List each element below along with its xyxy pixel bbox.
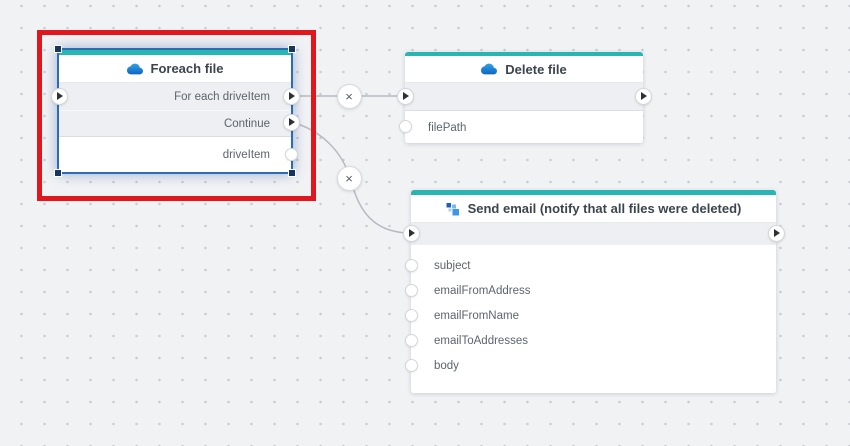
selection-handle-nw [54, 45, 62, 53]
output-port-foreach-driveitem[interactable] [282, 87, 300, 105]
disconnect-wire-button[interactable]: × [336, 165, 362, 191]
input-pin-filepath[interactable] [398, 119, 412, 133]
node-accent-bar [405, 52, 643, 56]
input-pin-emailfromaddress[interactable] [404, 283, 418, 297]
input-pin-row[interactable]: emailFromName [411, 303, 776, 328]
port-arrow-icon [409, 229, 415, 237]
input-port[interactable] [396, 87, 414, 105]
selection-handle-se [288, 169, 296, 177]
node-foreach-file[interactable]: Foreach file For each driveItem Continue… [50, 45, 300, 177]
input-pin-label: emailFromName [434, 309, 519, 322]
input-pin-label: filePath [428, 121, 467, 134]
exec-row[interactable]: For each driveItem [59, 83, 291, 110]
output-pin-section: driveItem [59, 136, 291, 171]
node-accent-bar [59, 50, 291, 55]
disconnect-wire-button[interactable]: × [336, 83, 362, 109]
port-arrow-icon [57, 92, 63, 100]
input-pin-label: subject [434, 259, 471, 272]
input-pin-section: subject emailFromAddress emailFromName e… [411, 245, 776, 393]
selection-handle-sw [54, 169, 62, 177]
input-pin-row[interactable]: filePath [405, 111, 643, 144]
exec-row-label: For each driveItem [174, 90, 270, 103]
port-arrow-icon [641, 92, 647, 100]
disconnect-icon: × [345, 170, 353, 186]
output-port[interactable] [767, 224, 785, 242]
input-pin-section: filePath [405, 110, 643, 143]
input-pin-body[interactable] [404, 358, 418, 372]
exec-row[interactable] [411, 223, 776, 245]
node-header[interactable]: Delete file [405, 56, 643, 83]
output-pin-label: driveItem [222, 148, 270, 161]
output-port-continue[interactable] [282, 113, 300, 131]
smtp-mail-icon [446, 202, 459, 215]
node-title: Send email (notify that all files were d… [467, 201, 742, 216]
selection-handle-ne [288, 45, 296, 53]
port-arrow-icon [403, 92, 409, 100]
disconnect-icon: × [345, 88, 353, 104]
node-delete-file[interactable]: Delete file filePath [396, 52, 652, 143]
output-pin-driveitem[interactable] [284, 147, 298, 161]
input-pin-label: emailToAddresses [434, 334, 528, 347]
port-arrow-icon [774, 229, 780, 237]
input-pin-emailfromname[interactable] [404, 308, 418, 322]
node-title: Delete file [505, 61, 567, 77]
input-pin-label: body [434, 359, 459, 372]
exec-row-label: Continue [223, 117, 270, 130]
onedrive-cloud-icon [126, 63, 143, 74]
node-accent-bar [411, 190, 776, 195]
output-port[interactable] [634, 87, 652, 105]
node-header[interactable]: Foreach file [59, 55, 291, 83]
input-pin-row[interactable]: emailFromAddress [411, 278, 776, 303]
input-pin-subject[interactable] [404, 258, 418, 272]
input-pin-row[interactable]: body [411, 353, 776, 378]
node-title: Foreach file [150, 61, 224, 76]
port-arrow-icon [289, 92, 295, 100]
onedrive-cloud-icon [481, 63, 498, 75]
exec-row[interactable] [405, 83, 643, 110]
input-pin-row[interactable]: emailToAddresses [411, 328, 776, 353]
input-port[interactable] [402, 224, 420, 242]
port-arrow-icon [289, 118, 295, 126]
node-header[interactable]: Send email (notify that all files were d… [411, 195, 776, 223]
input-port[interactable] [50, 87, 68, 105]
output-pin-row[interactable]: driveItem [59, 137, 291, 172]
input-pin-row[interactable]: subject [411, 253, 776, 278]
input-pin-label: emailFromAddress [434, 284, 531, 297]
exec-row[interactable]: Continue [59, 110, 291, 136]
node-send-email[interactable]: Send email (notify that all files were d… [402, 190, 785, 393]
input-pin-emailtoaddresses[interactable] [404, 333, 418, 347]
